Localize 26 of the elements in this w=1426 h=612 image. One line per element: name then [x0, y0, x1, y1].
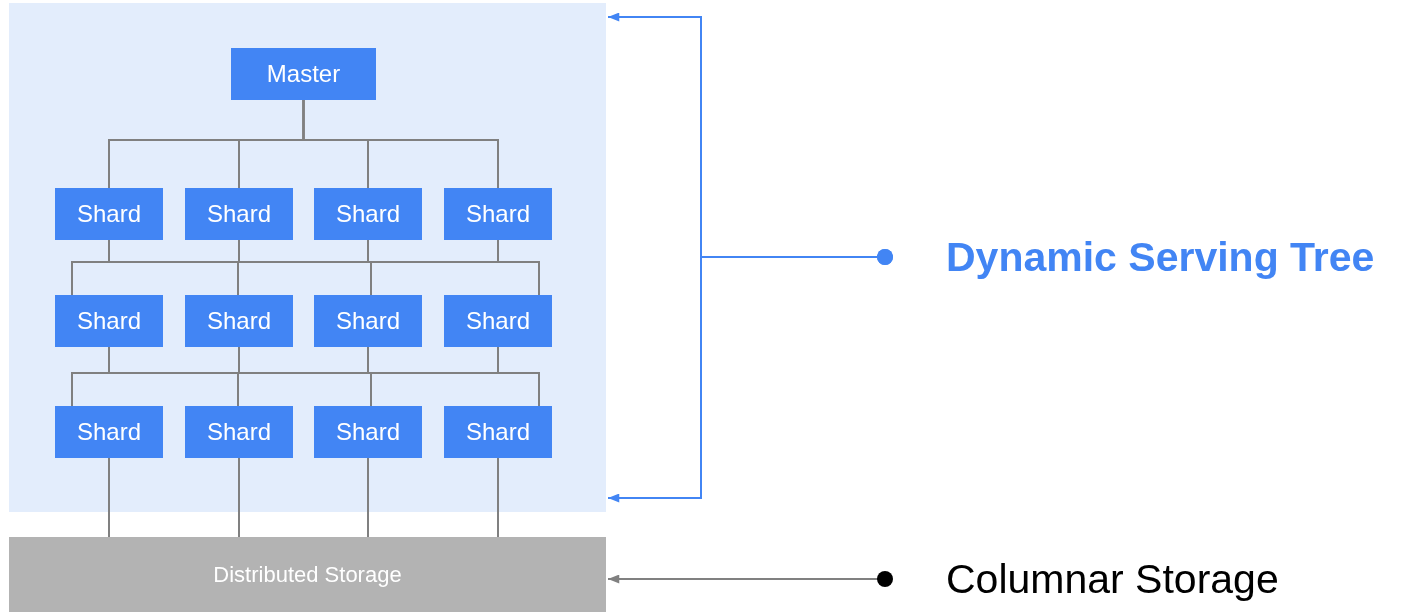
arrow: [607, 249, 893, 503]
connector-line: [302, 99, 499, 189]
process-box: Shard: [314, 295, 422, 347]
connector-line: [238, 457, 240, 538]
panel-background: [9, 3, 606, 512]
side-label: Dynamic Serving Tree: [885, 226, 1426, 288]
arrow: [607, 571, 893, 587]
process-box: Shard: [55, 406, 163, 458]
process-box: Shard: [314, 406, 422, 458]
side-label: Columnar Storage: [885, 549, 1426, 609]
connector-line: [108, 457, 110, 538]
process-box: Shard: [185, 188, 293, 240]
process-box: Shard: [444, 406, 552, 458]
process-box: Shard: [444, 295, 552, 347]
process-box: Master: [231, 48, 376, 100]
connector-line: [497, 457, 499, 538]
storage-box: Distributed Storage: [9, 537, 606, 612]
process-box: Shard: [185, 406, 293, 458]
process-box: Shard: [55, 295, 163, 347]
process-box: Shard: [444, 188, 552, 240]
process-box: Shard: [55, 188, 163, 240]
connector-line: [71, 239, 540, 296]
connector-line: [367, 457, 369, 538]
process-box: Shard: [314, 188, 422, 240]
connector-line: [71, 346, 540, 407]
process-box: Shard: [185, 295, 293, 347]
